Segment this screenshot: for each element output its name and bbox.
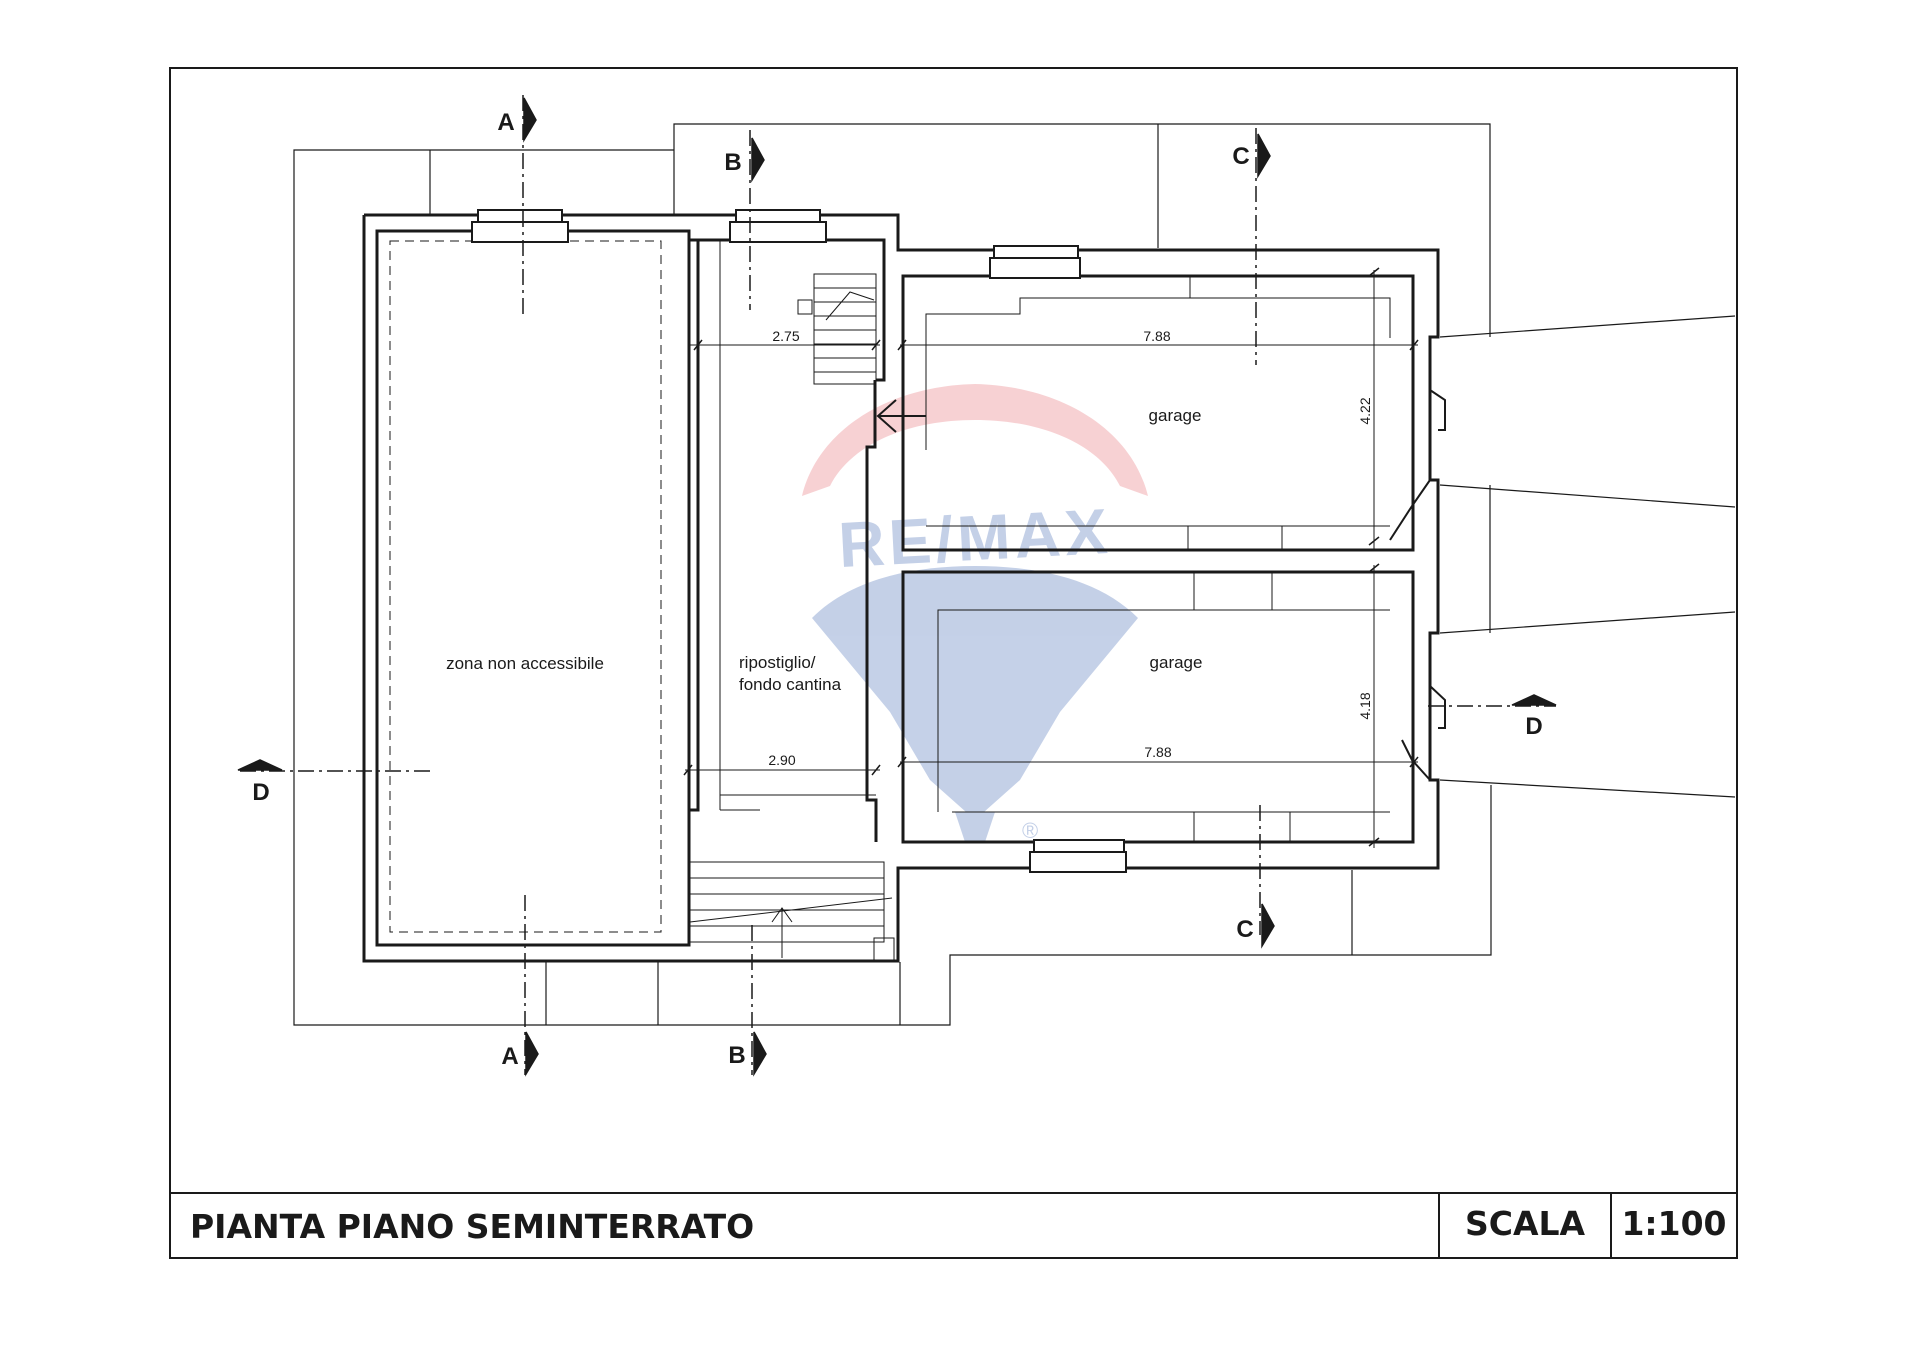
section-label-c-bottom: C — [1236, 916, 1253, 943]
window-ripostiglio — [729, 209, 827, 243]
scale-value: 1:100 — [1621, 1204, 1726, 1243]
garage-door-top-leaf — [1389, 479, 1431, 541]
garage-bottom-inner — [937, 609, 1390, 812]
section-a-arrow-top — [523, 97, 537, 143]
dimension-lines — [683, 267, 1419, 848]
windows — [471, 209, 1127, 873]
section-c-arrow-bottom — [1261, 903, 1275, 949]
window-garage-top — [989, 245, 1081, 279]
window-zona — [471, 209, 569, 243]
section-lines — [240, 95, 1556, 1075]
section-a-arrow-bottom — [525, 1031, 539, 1077]
stair-b-direction — [689, 897, 893, 923]
watermark-basket — [955, 812, 995, 842]
garage-top-inner — [925, 297, 1391, 450]
section-d-arrow-right — [1511, 694, 1557, 706]
room-ripostiglio-line1: ripostiglio/ — [739, 653, 816, 672]
partition-wall — [865, 380, 878, 842]
dim-ripostiglio-top: 2.75 — [772, 328, 799, 344]
stair-newel — [797, 299, 813, 315]
zona-inner-wall — [375, 229, 691, 947]
section-label-d-left: D — [252, 779, 269, 806]
garage-bottom-wall — [901, 570, 1415, 844]
site-outline — [293, 123, 1736, 1026]
frame-border — [169, 67, 1738, 1259]
room-garage-top: garage — [1149, 406, 1202, 425]
section-label-b-top: B — [724, 149, 741, 176]
ramp-mid-edge-1 — [1439, 484, 1736, 508]
room-garage-bottom: garage — [1150, 653, 1203, 672]
dim-garage-bottom-length: 7.88 — [1144, 744, 1171, 760]
ripostiglio-wall-top — [698, 238, 886, 382]
section-label-a-top: A — [497, 109, 514, 136]
garage-doors — [876, 389, 1446, 781]
section-label-c-top: C — [1232, 143, 1249, 170]
outer-wall — [362, 213, 1440, 963]
garage-top-wall — [901, 274, 1415, 552]
stairs-top — [813, 273, 877, 385]
stair-b-arrowhead — [771, 907, 793, 923]
ripostiglio-wall — [688, 238, 700, 812]
room-zona-non-accessibile: zona non accessibile — [446, 654, 604, 673]
garage-door-bottom — [1429, 685, 1446, 729]
dim-garage-top-length: 7.88 — [1143, 328, 1170, 344]
dim-ripostiglio-bottom: 2.90 — [768, 752, 795, 768]
section-d-arrow-left — [237, 759, 283, 771]
dim-garage-bottom-depth: 4.18 — [1357, 692, 1373, 719]
zona-dashed-outline — [389, 240, 662, 933]
section-label-b-bottom: B — [728, 1042, 745, 1069]
scale-label: SCALA — [1465, 1204, 1586, 1243]
garage-door-top — [1429, 389, 1446, 431]
watermark-registered: ® — [1022, 818, 1038, 843]
window-garage-bottom — [1029, 839, 1127, 873]
section-label-d-right: D — [1525, 713, 1542, 740]
site-boundary-bottom-right — [949, 785, 1492, 962]
section-c-arrow-top — [1257, 133, 1271, 179]
stair-b-newel — [873, 937, 895, 961]
watermark-text: RE/MAX — [837, 495, 1113, 581]
stairs-bottom — [687, 861, 885, 943]
drawing-title: PIANTA PIANO SEMINTERRATO — [190, 1207, 754, 1246]
garage-door-bottom-leaf — [1401, 739, 1431, 781]
ramp-mid-edge-2 — [1439, 611, 1736, 634]
site-boundary-left — [293, 149, 951, 1026]
remax-watermark: RE/MAX ® — [802, 384, 1148, 843]
stair-direction — [825, 291, 875, 321]
section-arrows — [237, 97, 1557, 1077]
site-boundary-top — [673, 123, 1491, 337]
section-label-a-bottom: A — [501, 1043, 518, 1070]
watermark-balloon-bottom — [812, 566, 1138, 820]
ramp-bottom-edge — [1439, 779, 1736, 798]
section-b-arrow-bottom — [753, 1031, 767, 1077]
watermark-balloon-top — [802, 384, 1148, 496]
dim-garage-top-depth: 4.22 — [1357, 397, 1373, 424]
room-ripostiglio-line2: fondo cantina — [739, 675, 842, 694]
dim-ticks — [683, 267, 1419, 847]
drawing-frame — [169, 67, 1738, 1259]
ramp-top-edge — [1439, 315, 1736, 338]
section-b-arrow-top — [751, 137, 765, 183]
